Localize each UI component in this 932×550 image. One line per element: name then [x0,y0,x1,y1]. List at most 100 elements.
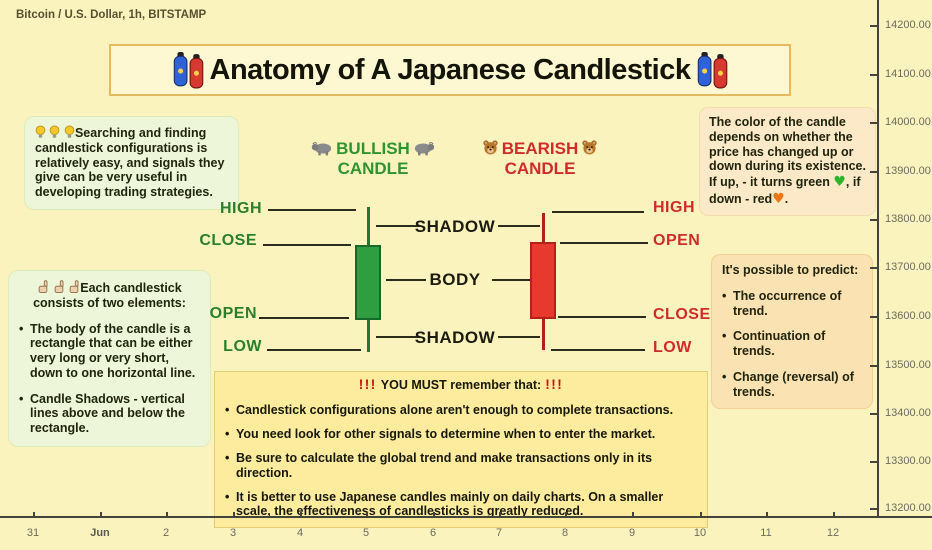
label-body: BODY [429,270,481,289]
pointer-line [560,242,648,244]
bullish-label-line2: CANDLE [337,158,409,178]
elements-note: Each candlestick consists of two element… [8,270,211,447]
period-text: . [784,191,789,206]
price-label[interactable]: 14000.00 [885,116,931,128]
price-tick [870,25,877,27]
time-label[interactable]: 6 [429,527,437,539]
time-tick [766,512,768,516]
time-tick [499,512,501,516]
symbol-title: Bitcoin / U.S. Dollar, 1h, BITSTAMP [16,9,207,21]
price-label[interactable]: 13400.00 [885,407,931,419]
remember-note: !!!YOU MUST remember that:!!! Candlestic… [214,371,708,528]
bearish-candle-heading: BEARISH CANDLE [462,139,618,178]
price-tick [870,413,877,415]
predict-bullet: The occurrence of trend. [722,289,862,319]
price-label[interactable]: 13600.00 [885,310,931,322]
time-tick [833,512,835,516]
elements-heading: Each candlestick consists of two element… [33,281,186,310]
elements-bullet: The body of the candle is a rectangle th… [19,322,200,381]
time-label[interactable]: 2 [162,527,170,539]
price-tick [870,219,877,221]
pointer-line [498,225,540,227]
time-label[interactable]: 7 [495,527,503,539]
price-label[interactable]: 14100.00 [885,68,931,80]
predict-bullet: Change (reversal) of trends. [722,370,862,400]
bullish-label: BULLISH [336,139,410,158]
pointer-line [263,244,351,246]
price-tick [870,267,877,269]
remember-bullet: You need look for other signals to deter… [225,427,697,442]
time-tick [100,512,102,516]
title-banner: Anatomy of A Japanese Candlestick [109,44,791,96]
predict-note: It's possible to predict: The occurrence… [711,254,873,410]
candle-color-down: if down - red [709,175,861,206]
label-shadow-top: SHADOW [414,217,496,236]
thumb-up-icon [53,280,65,295]
remember-bullet: Candlestick configurations alone aren't … [225,403,697,418]
time-label[interactable]: 9 [628,527,636,539]
price-label[interactable]: 13700.00 [885,261,931,273]
bear-icon [482,139,499,159]
pointer-line [268,209,356,211]
time-label[interactable]: 12 [826,527,840,539]
lightbulb-icon [64,125,75,140]
pointer-line [558,316,646,318]
price-tick [870,171,877,173]
time-tick [166,512,168,516]
tips-text: Searching and finding candlestick config… [35,126,225,199]
price-axis-line[interactable] [877,0,879,517]
pointer-line [551,349,645,351]
label-open-right: OPEN [653,232,701,249]
bearish-label: BEARISH [501,139,579,158]
price-tick [870,365,877,367]
price-label[interactable]: 14200.00 [885,19,931,31]
time-tick [33,512,35,516]
time-label[interactable]: 8 [561,527,569,539]
time-axis-line[interactable] [0,516,932,518]
time-label[interactable]: Jun [90,527,110,539]
time-label[interactable]: 10 [693,527,707,539]
remember-bullet: It is better to use Japanese candles mai… [225,490,697,519]
candles-icon [173,52,203,89]
lightbulb-icon [35,125,46,140]
time-label[interactable]: 4 [296,527,304,539]
label-open-left: OPEN [209,305,257,322]
orange-heart-icon: ♥ [772,190,785,207]
bull-icon [311,139,333,159]
price-tick [870,508,877,510]
pointer-line [376,225,420,227]
time-tick [565,512,567,516]
label-low-left: LOW [223,338,262,355]
time-tick [700,512,702,516]
bull-icon [413,139,435,159]
label-low-right: LOW [653,339,692,356]
candles-icon [698,52,728,89]
price-label[interactable]: 13900.00 [885,165,931,177]
label-close-left: CLOSE [199,232,257,249]
label-shadow-bottom: SHADOW [414,328,496,347]
time-label[interactable]: 3 [229,527,237,539]
time-tick [433,512,435,516]
predict-bullet: Continuation of trends. [722,329,862,359]
time-label[interactable]: 11 [760,527,772,539]
price-label[interactable]: 13200.00 [885,502,931,514]
price-label[interactable]: 13300.00 [885,455,931,467]
thumb-up-icon [68,280,80,295]
time-tick [233,512,235,516]
price-tick [870,461,877,463]
label-high-right: HIGH [653,199,695,216]
price-tick [870,74,877,76]
bear-icon [581,139,598,159]
bearish-label-line2: CANDLE [504,158,576,178]
pointer-line [259,317,349,319]
pointer-line [376,336,420,338]
time-label[interactable]: 5 [362,527,370,539]
time-label[interactable]: 31 [26,527,40,539]
remember-heading: YOU MUST remember that: [380,378,542,392]
price-label[interactable]: 13500.00 [885,359,931,371]
candle-color-up: If up, - it turns green [709,175,834,189]
page-title: Anatomy of A Japanese Candlestick [209,53,691,86]
pointer-line [267,349,361,351]
tips-note: Searching and finding candlestick config… [24,116,239,210]
price-label[interactable]: 13800.00 [885,213,931,225]
